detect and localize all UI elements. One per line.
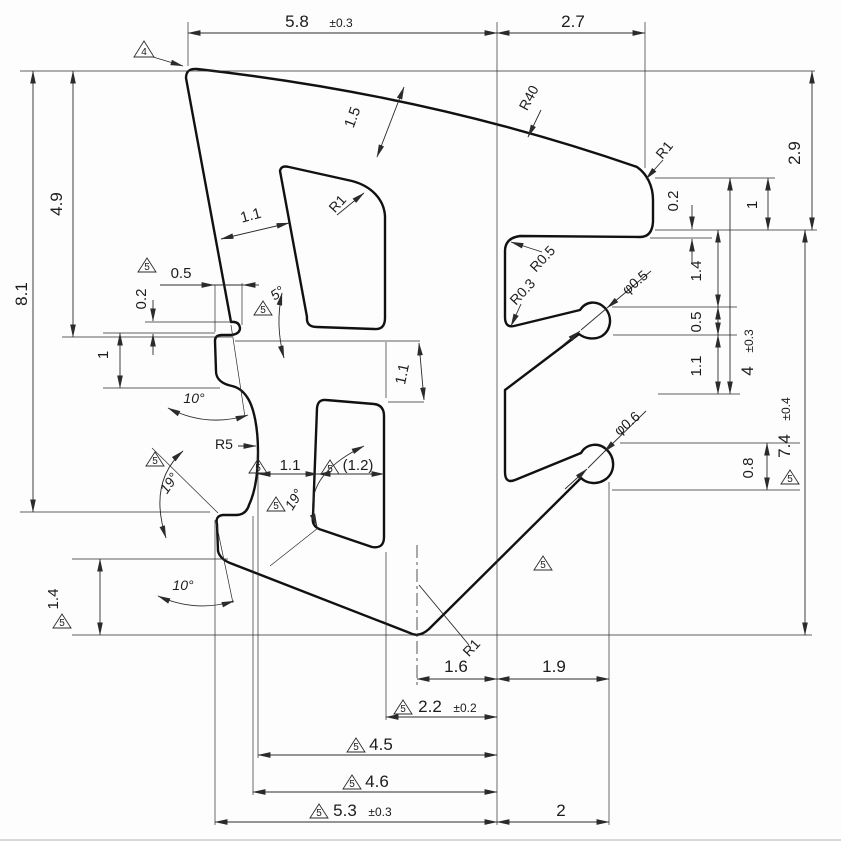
dim-4-tol: ±0.3 [742,329,756,353]
dim-2-2: 2.2 [418,697,442,716]
dim-4-5: 4.5 [369,735,393,754]
dimension-lines [30,30,815,825]
triangle5-number: 5 [255,463,261,474]
profile-upper-chamber [278,165,387,331]
triangle5-number: 5 [152,456,158,467]
dim-0-5-right: 0.5 [688,312,705,333]
leader-r40 [527,109,542,138]
dim-4-6: 4.6 [365,772,389,791]
dim-1-4-left: 1.4 [45,589,62,610]
triangle5-number: 5 [349,779,355,790]
triangle5-number: 5 [327,464,333,475]
arc-5deg [276,292,285,359]
arc-10deg-upper [167,407,249,422]
leader-phi0-6-b [564,468,588,490]
seal-profile-outline [184,67,655,636]
triangle5-number: 5 [144,262,150,273]
dim-1-6: 1.6 [444,657,468,676]
dim-5-3: 5.3 [333,801,357,820]
triangle5-number: 5 [353,742,359,753]
dim-4-9: 4.9 [47,192,66,216]
leader-triangle4 [152,56,184,67]
dim-1-1-top: 1.1 [239,205,264,227]
triangle5-number: 5 [273,501,279,512]
dim-0-8: 0.8 [740,458,757,479]
dim-2-2-tol: ±0.2 [453,701,477,715]
dim-1-1-top-line [220,222,290,240]
leader-phi0-5-b [562,330,581,346]
leader-r1-tip [645,159,664,180]
leader-r1-chamber [336,192,365,216]
dim-1-1-vert-line [417,342,426,401]
dim-2-7: 2.7 [561,12,585,31]
radius-r1-chamber: R1 [325,191,349,215]
triangle5-number: 5 [400,704,406,715]
dia-phi0-5: φ0.5 [619,267,651,298]
triangle5-number: 5 [540,560,546,571]
triangle5-number: 5 [316,808,322,819]
dim-1-5: 1.5 [341,105,364,130]
dim-1-1-right: 1.1 [688,356,705,377]
dim-8-1: 8.1 [12,282,31,306]
triangle5-number: 5 [260,305,266,316]
leader-r0-5 [510,241,543,253]
leader-phi0-5-a [606,270,652,309]
angle-5: 5° [267,282,287,303]
dim-4: 4 [738,366,757,375]
angle-10-upper: 10° [183,390,205,406]
angle-19-right: 19° [281,486,306,513]
dim-1-2: (1.2) [343,457,374,474]
radius-r40: R40 [515,82,541,112]
leader-lines [151,56,664,646]
radius-r1-bottom: R1 [459,635,483,659]
dim-7-4: 7.4 [775,434,794,458]
dim-1-right: 1 [744,201,761,209]
triangle4-number: 4 [141,47,147,58]
radius-r0-5: R0.5 [526,242,558,275]
dim-2-9: 2.9 [785,141,804,165]
dim-0-2-right: 0.2 [665,191,682,212]
dim-1-1-vert: 1.1 [392,362,413,386]
arc-10deg-lower [157,595,235,608]
arc-19deg-right [309,445,365,527]
extension-lines [20,22,817,825]
finish-symbols: 4 5 5 5 5 5 5 5 5 5 5 5 5 5 [52,40,800,819]
dim-1-left: 1 [95,351,112,359]
triangle5-symbols: 5 5 5 5 5 5 5 5 5 5 5 5 5 [52,257,800,819]
profile-outer-boundary [184,67,655,636]
radius-r0-3: R0.3 [506,275,538,308]
dim-5-8: 5.8 [285,12,309,31]
angle-10-lower: 10° [172,577,194,593]
dimension-texts: 5.8 ±0.3 2.7 8.1 4.9 1.5 1.1 0.5 0.2 1 1… [12,12,804,820]
profile-lower-chamber [311,398,386,549]
dim-5-8-tol: ±0.3 [329,16,353,30]
dim-0-5-left: 0.5 [171,265,192,282]
triangle5-number: 5 [787,474,793,485]
dim-0-2-left: 0.2 [133,289,150,310]
dim-5-3-tol: ±0.3 [368,805,392,819]
dim-1-1-mid: 1.1 [280,457,301,474]
triangle5-number: 5 [59,618,65,629]
dim-1-5-line [376,86,405,158]
radius-r1-tip: R1 [652,138,676,162]
arc-19deg-left [159,450,184,539]
leader-phi0-6-a [603,410,647,453]
dim-1-9: 1.9 [542,657,566,676]
dim-7-4-tol: ±0.4 [779,397,793,421]
dim-2: 2 [556,801,565,820]
leader-r0-3 [510,303,522,327]
dim-1-4-right: 1.4 [688,261,705,282]
triangle4-symbol: 4 [133,40,155,58]
radius-r5: R5 [215,436,233,452]
leader-r1-bottom [418,584,470,646]
dia-phi0-6: φ0.6 [611,408,643,439]
